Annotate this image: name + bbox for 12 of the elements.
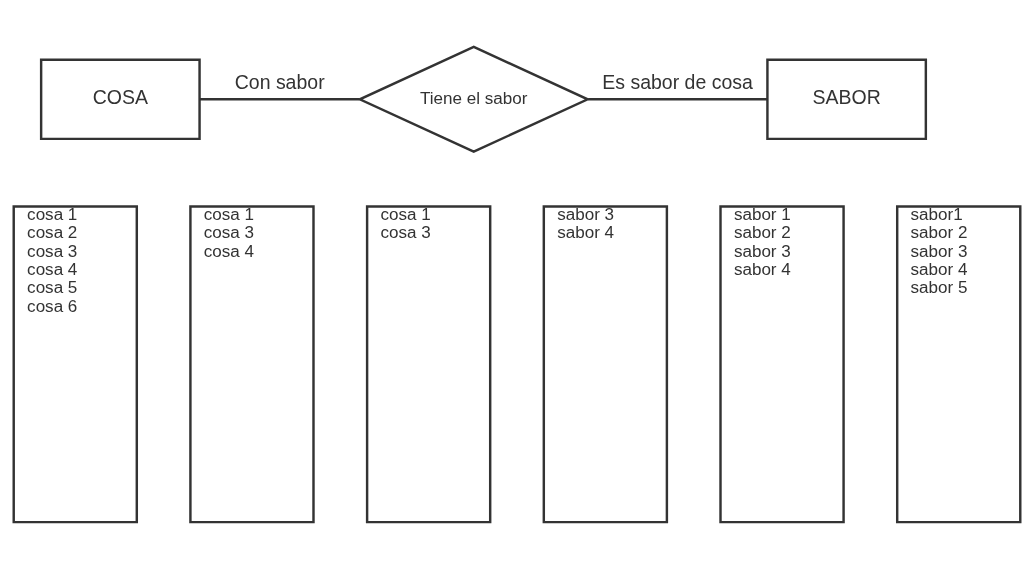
- node-box: sabor1 sabor 2 sabor 3 sabor 4 sabor 5: [896, 205, 1022, 524]
- node-box: sabor 3 sabor 4: [542, 205, 669, 524]
- connector: [199, 98, 360, 101]
- node-box: SABOR: [766, 58, 928, 141]
- edge-label: Con sabor: [234, 71, 325, 94]
- node-box: cosa 1 cosa 2 cosa 3 cosa 4 cosa 5 cosa 6: [12, 205, 138, 524]
- edge-label: Es sabor de cosa: [602, 71, 753, 94]
- node-box: sabor 1 sabor 2 sabor 3 sabor 4: [719, 205, 845, 524]
- node-box: COSA: [39, 58, 201, 141]
- node-box: cosa 1 cosa 3: [365, 205, 492, 524]
- connector: [588, 98, 768, 101]
- node-box: cosa 1 cosa 3 cosa 4: [189, 205, 315, 524]
